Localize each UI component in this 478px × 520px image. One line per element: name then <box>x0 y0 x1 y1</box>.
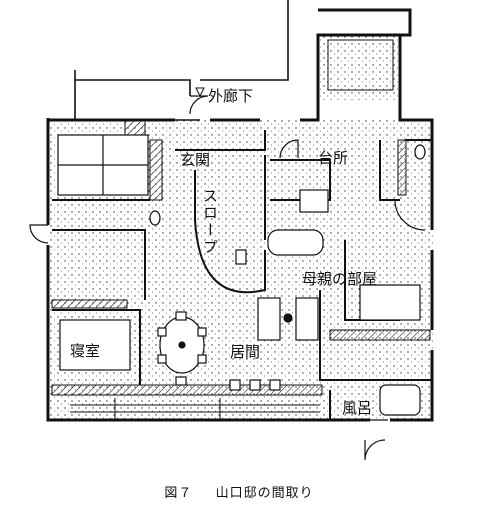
doors <box>29 95 426 461</box>
furniture <box>57 134 426 416</box>
bed-mother <box>359 284 421 321</box>
label-outer-corridor: 外廊下 <box>208 87 253 105</box>
sofa-left <box>257 297 281 341</box>
label-mothers-room: 母親の部屋 <box>302 270 377 288</box>
figure-title: 山口邸の間取り <box>215 486 314 501</box>
figure-caption: 図７ 山口邸の間取り <box>0 482 478 501</box>
outer-walls <box>46 8 434 422</box>
sofa-right <box>295 297 319 341</box>
label-bath: 風呂 <box>342 399 372 417</box>
label-entrance: 玄関 <box>180 151 210 169</box>
label-living: 居間 <box>230 343 260 361</box>
wall-blocks <box>51 119 431 396</box>
bed-bedroom <box>59 319 131 371</box>
label-bedroom: 寝室 <box>70 342 100 360</box>
label-kitchen: 台所 <box>318 149 348 167</box>
kitchen-counter <box>299 189 329 213</box>
floor-plan: 外廊下 玄関 スロープ 台所 母親の部屋 寝室 居間 風呂 <box>29 0 435 461</box>
interior-walls <box>52 130 432 420</box>
windows <box>70 39 394 420</box>
label-slope: スロープ <box>201 188 219 256</box>
figure-number: 図７ <box>164 486 193 501</box>
outer-corridor-area <box>74 0 289 121</box>
marker-icon <box>195 87 205 98</box>
bathtub <box>379 384 421 416</box>
